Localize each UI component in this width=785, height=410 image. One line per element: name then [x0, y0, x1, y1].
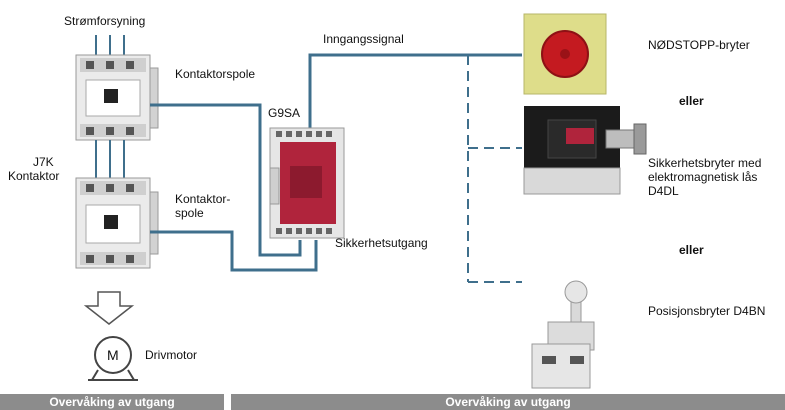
label-safety-output: Sikkerhetsutgang [335, 236, 428, 250]
label-input-signal: Inngangssignal [323, 32, 404, 46]
label-contactor-name-2: Kontaktor [8, 169, 60, 183]
wiring [150, 53, 522, 272]
alt-input-wiring [467, 55, 522, 283]
label-interlock-1: Sikkerhetsbryter med [648, 156, 762, 170]
contactor-top [75, 54, 159, 141]
label-interlock-2: elektromagnetisk lås [648, 170, 758, 184]
label-or-1: eller [679, 94, 704, 108]
label-position-switch: Posisjonsbryter D4BN [648, 304, 766, 318]
power-supply-leads [95, 35, 125, 55]
label-contactor-coil-top: Kontaktorspole [175, 67, 256, 81]
safety-relay-g9sa [269, 127, 345, 239]
label-contactor-coil-bottom-1: Kontaktor- [175, 192, 231, 206]
contactor-bottom [75, 177, 159, 269]
label-drive-motor: Drivmotor [145, 348, 198, 362]
label-or-2: eller [679, 243, 704, 257]
contactor-link-leads [95, 140, 125, 178]
label-contactor-name-1: J7K [33, 155, 54, 169]
label-contactor-coil-bottom-2: spole [175, 206, 204, 220]
footer-bar-right: Overvåking av utgang [231, 394, 785, 410]
label-interlock-3: D4DL [648, 184, 679, 198]
coil-wire-top [150, 103, 302, 257]
input-wire [308, 53, 522, 132]
label-power-supply: Strømforsyning [64, 14, 146, 28]
down-arrow-icon [83, 291, 135, 325]
footer-bar-left: Overvåking av utgang [0, 394, 224, 410]
label-relay-name: G9SA [268, 106, 301, 120]
estop-switch-icon [523, 13, 607, 95]
label-estop-switch: NØDSTOPP-bryter [648, 38, 750, 52]
position-switch-icon [531, 280, 595, 389]
interlock-switch-icon [523, 106, 647, 195]
coil-wire-bottom [150, 230, 318, 272]
motor-symbol-letter: M [107, 347, 119, 363]
motor-symbol [88, 336, 138, 381]
